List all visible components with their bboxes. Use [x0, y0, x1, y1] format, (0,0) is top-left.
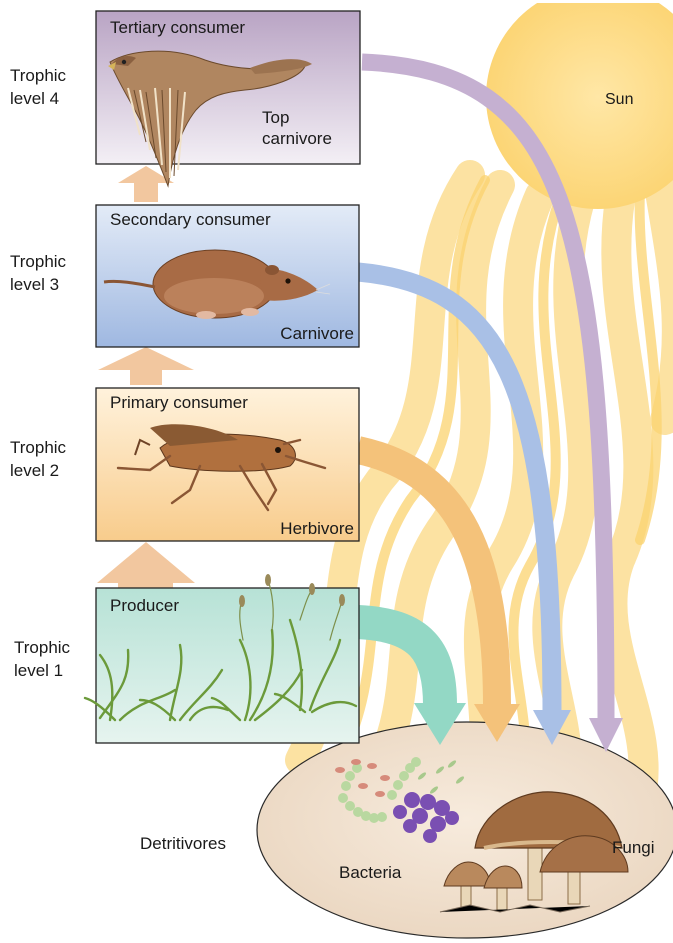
- trophic-label-line1: Trophic: [10, 436, 66, 459]
- trophic-label-line2: level 4: [10, 87, 66, 110]
- up-arrow-2-3: [98, 347, 194, 370]
- trophic-label-line1: Trophic: [10, 64, 66, 87]
- trophic-label-line2: level 1: [14, 659, 70, 682]
- secondary-consumer-title: Secondary consumer: [110, 210, 271, 230]
- producer-title: Producer: [110, 596, 179, 616]
- role-line2: carnivore: [262, 128, 352, 149]
- role-line1: Top: [262, 107, 352, 128]
- sun-icon: [486, 0, 673, 209]
- trophic-label-line1: Trophic: [14, 636, 70, 659]
- sun-label: Sun: [605, 88, 633, 111]
- trophic-level-2-label: Trophic level 2: [10, 436, 66, 482]
- trophic-level-1-label: Trophic level 1: [14, 636, 70, 682]
- trophic-label-line2: level 2: [10, 459, 66, 482]
- primary-consumer-title: Primary consumer: [110, 393, 248, 413]
- trophic-level-4-label: Trophic level 4: [10, 64, 66, 110]
- carnivore-label: Carnivore: [240, 323, 354, 344]
- tertiary-consumer-title: Tertiary consumer: [110, 18, 245, 38]
- trophic-level-3-label: Trophic level 3: [10, 250, 66, 296]
- top-carnivore-label: Top carnivore: [240, 107, 352, 149]
- detritivores-label: Detritivores: [140, 832, 226, 855]
- trophic-label-line2: level 3: [10, 273, 66, 296]
- trophic-label-line1: Trophic: [10, 250, 66, 273]
- herbivore-label: Herbivore: [240, 518, 354, 539]
- fungi-label: Fungi: [612, 836, 655, 859]
- bacteria-label: Bacteria: [339, 861, 401, 884]
